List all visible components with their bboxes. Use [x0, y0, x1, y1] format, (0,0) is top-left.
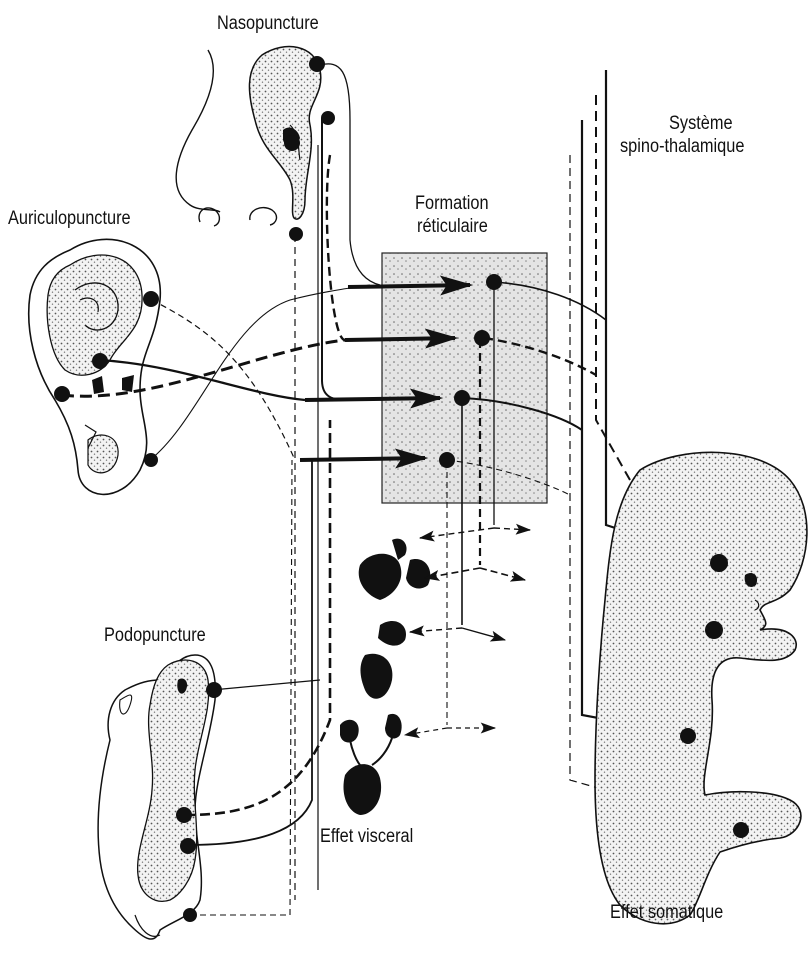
ear-point-1 [143, 291, 159, 307]
foot-point-4 [183, 908, 197, 922]
body-point-3 [680, 728, 696, 744]
label-effet-somatique: Effet somatique [610, 902, 723, 924]
ear-point-2 [92, 353, 108, 369]
ear-point-3 [54, 386, 70, 402]
kidney-left-shape [340, 720, 359, 743]
naso-point-4 [289, 227, 303, 241]
nasal-region [249, 47, 320, 220]
vessel-shape [392, 539, 407, 560]
reticular-node-3 [454, 390, 470, 406]
label-systeme-line1: Système [669, 113, 733, 135]
ear-point-4 [144, 453, 158, 467]
naso-point-3 [284, 135, 300, 151]
naso-point-2 [321, 111, 335, 125]
label-systeme-line2: spino-thalamique [620, 136, 744, 158]
kidney-right-shape [385, 714, 402, 739]
foot-illustration [98, 655, 215, 939]
foot-point-2 [176, 807, 192, 823]
intestine-shape [360, 654, 392, 699]
reticular-formation-box [382, 253, 547, 503]
label-formation-line1: Formation [415, 193, 489, 215]
foot-point-3 [180, 838, 196, 854]
stomach-shape [378, 621, 406, 646]
naso-point-1 [309, 56, 325, 72]
lung-shape [406, 559, 430, 589]
label-nasopuncture: Nasopuncture [217, 13, 319, 35]
label-podopuncture: Podopuncture [104, 625, 206, 647]
visceral-ducts [350, 738, 392, 765]
visceral-output-arrows [405, 528, 530, 735]
label-formation-line2: réticulaire [417, 216, 488, 238]
reticular-node-4 [439, 452, 455, 468]
body-illustration [595, 452, 807, 923]
reticular-node-1 [486, 274, 502, 290]
heart-shape [359, 554, 402, 600]
label-effet-visceral: Effet visceral [320, 826, 413, 848]
body-point-2 [705, 621, 723, 639]
viscera-organs [340, 539, 430, 815]
label-auriculopuncture: Auriculopuncture [8, 208, 131, 230]
reticular-node-2 [474, 330, 490, 346]
bladder-shape [343, 764, 381, 815]
body-point-1 [710, 554, 728, 572]
ear-illustration [29, 239, 161, 494]
foot-point-1 [206, 682, 222, 698]
body-point-4 [733, 822, 749, 838]
